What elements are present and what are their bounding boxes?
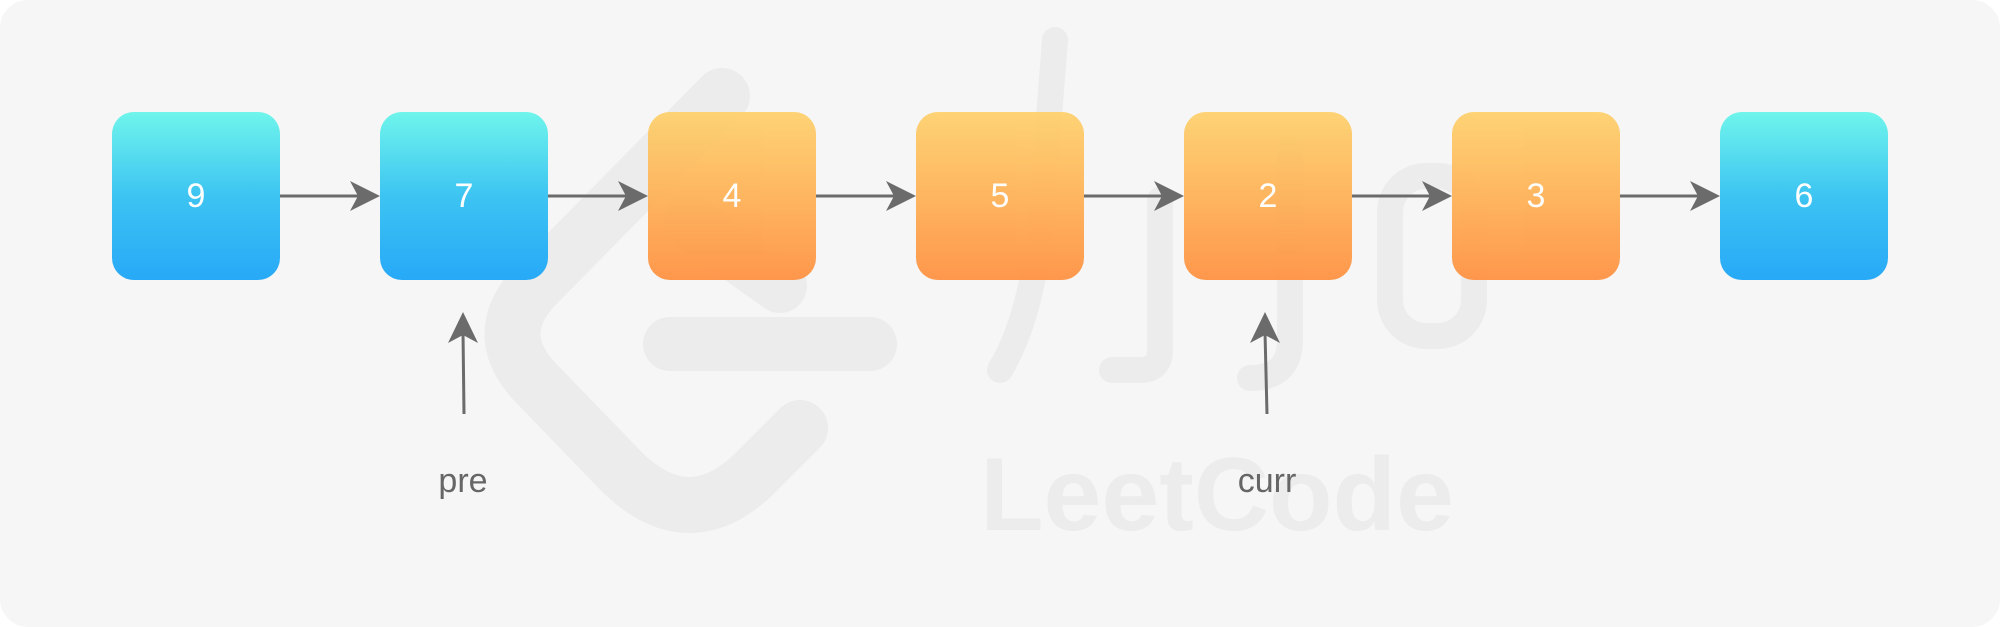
next-link-arrowhead-icon [350,181,380,211]
pointer-pre-line [461,331,466,415]
pointer-pre-arrowhead-icon [448,312,478,343]
pointer-label-curr: curr [1237,462,1297,500]
list-node: 4 [648,112,816,280]
list-node: 7 [380,112,548,280]
pointer-curr-arrowhead-icon [1250,312,1280,343]
list-node: 9 [112,112,280,280]
next-link-arrowhead-icon [886,181,916,211]
list-node: 5 [916,112,1084,280]
node-value: 4 [722,176,742,215]
node-value: 9 [186,176,206,215]
list-node: 2 [1184,112,1352,280]
pointer-curr-line [1263,331,1269,415]
node-value: 3 [1526,176,1546,215]
node-value: 2 [1258,176,1278,215]
next-link-arrowhead-icon [1154,181,1184,211]
list-node: 3 [1452,112,1620,280]
node-value: 5 [990,176,1010,215]
node-value: 7 [454,176,474,215]
pointer-label-pre: pre [438,462,488,500]
next-link-arrowhead-icon [618,181,648,211]
next-link-arrowhead-icon [1690,181,1720,211]
node-value: 6 [1794,176,1814,215]
next-link-arrowhead-icon [1422,181,1452,211]
watermark-text: LeetCode [980,437,1454,553]
list-node: 6 [1720,112,1888,280]
